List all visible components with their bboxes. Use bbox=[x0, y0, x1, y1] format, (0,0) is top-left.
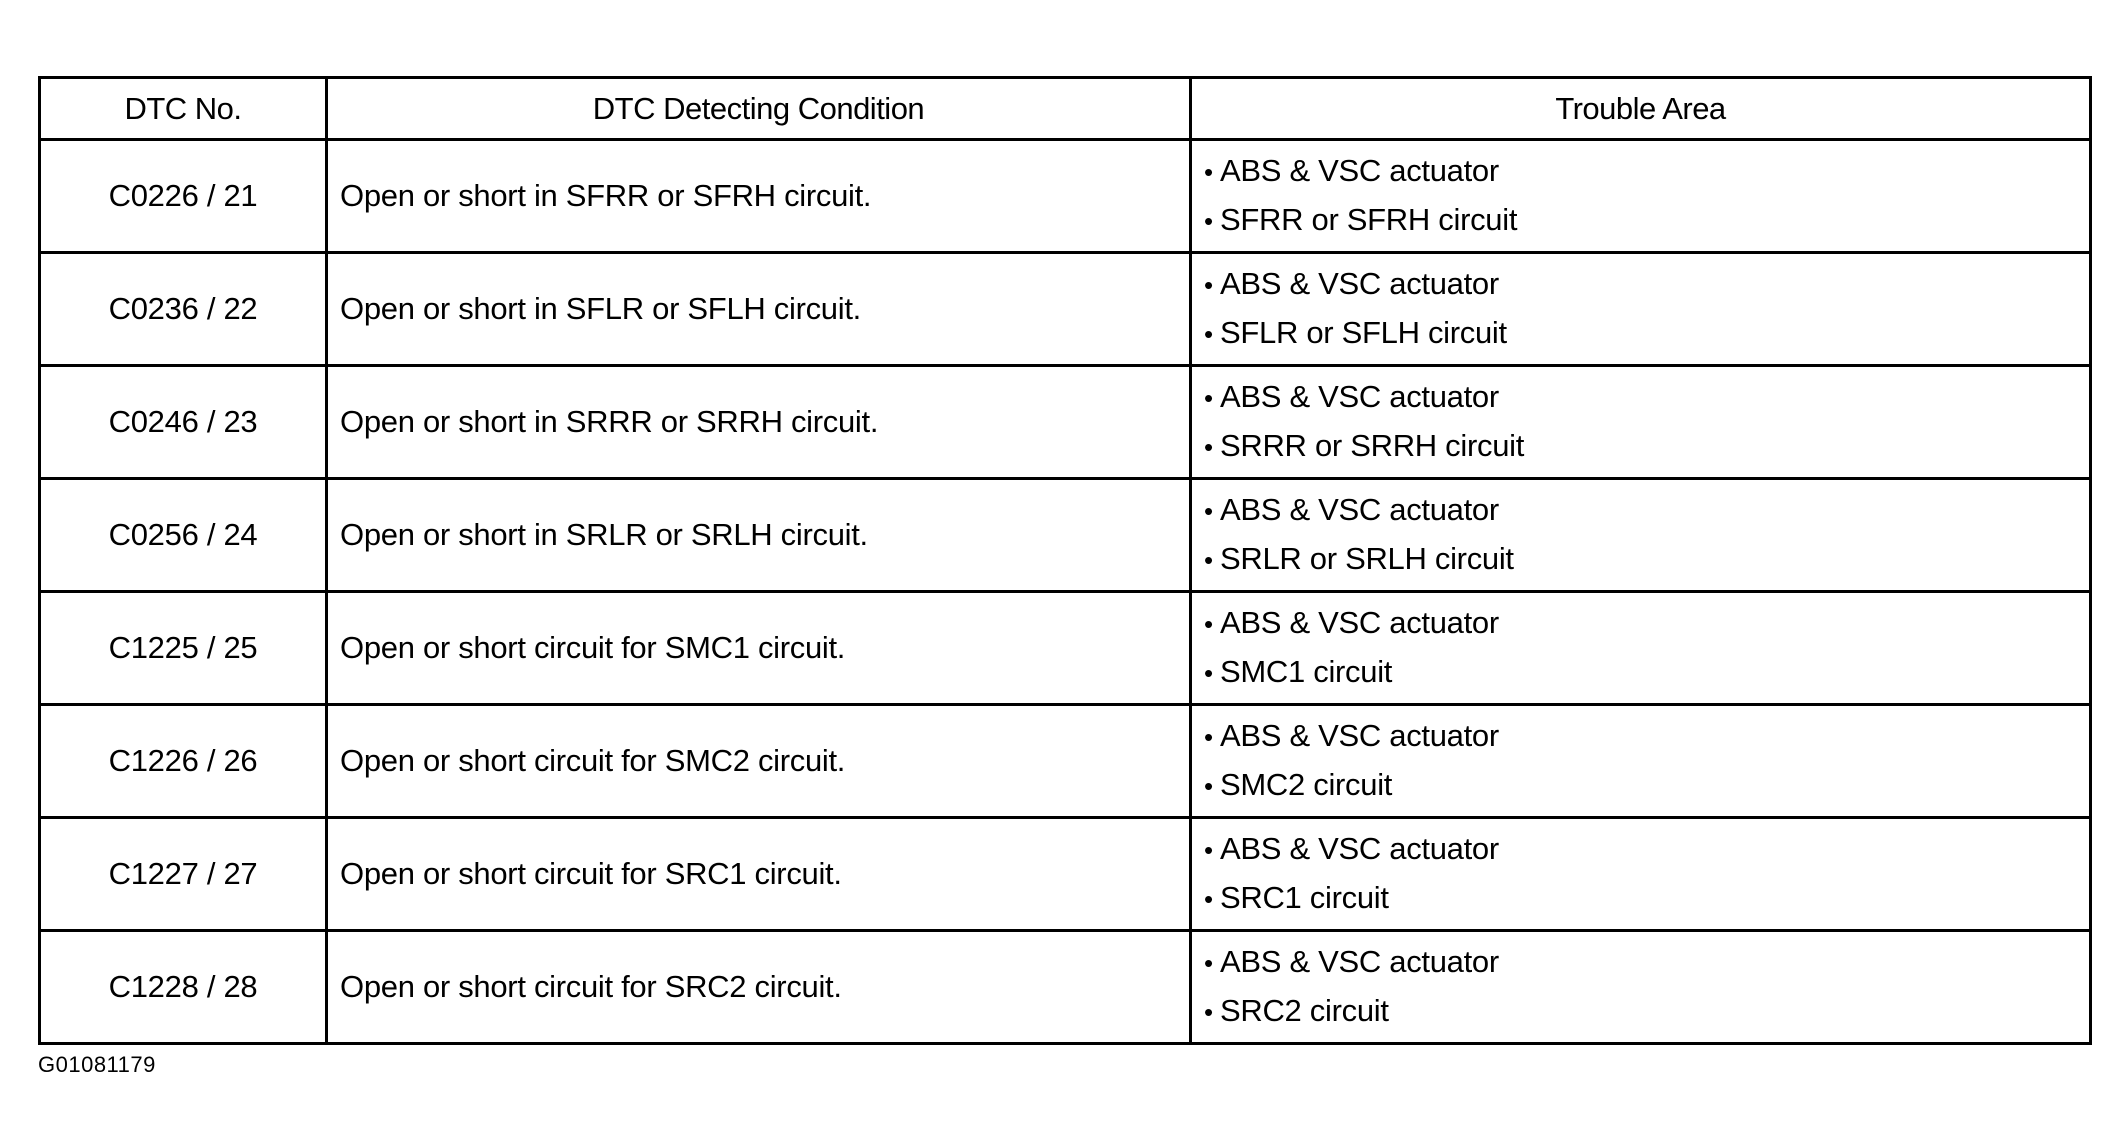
detecting-condition: Open or short circuit for SMC2 circuit. bbox=[325, 703, 1192, 819]
trouble-area-text: ABS & VSC actuator bbox=[1220, 492, 1499, 527]
bullet-icon: • bbox=[1204, 771, 1213, 801]
header-trouble-area: Trouble Area bbox=[1189, 76, 2092, 141]
bullet-icon: • bbox=[1204, 157, 1213, 187]
dtc-table: DTC No. DTC Detecting Condition Trouble … bbox=[38, 76, 2092, 1045]
trouble-area-item: •ABS & VSC actuator bbox=[1204, 599, 2089, 648]
trouble-area-item: •ABS & VSC actuator bbox=[1204, 712, 2089, 761]
trouble-area-text: ABS & VSC actuator bbox=[1220, 379, 1499, 414]
table-row: C0236 / 22 Open or short in SFLR or SFLH… bbox=[38, 251, 2092, 367]
trouble-area-item: •ABS & VSC actuator bbox=[1204, 147, 2089, 196]
trouble-area-text: SRLR or SRLH circuit bbox=[1220, 541, 1514, 576]
table-row: C0226 / 21 Open or short in SFRR or SFRH… bbox=[38, 138, 2092, 254]
figure-id: G01081179 bbox=[38, 1052, 156, 1077]
table-row: C0256 / 24 Open or short in SRLR or SRLH… bbox=[38, 477, 2092, 593]
trouble-area-text: ABS & VSC actuator bbox=[1220, 605, 1499, 640]
dtc-code: C1226 / 26 bbox=[38, 703, 328, 819]
trouble-area-text: SMC2 circuit bbox=[1220, 767, 1393, 802]
trouble-area-item: •SMC2 circuit bbox=[1204, 761, 2089, 810]
trouble-area: •ABS & VSC actuator •SRRR or SRRH circui… bbox=[1189, 364, 2092, 480]
trouble-area-item: •ABS & VSC actuator bbox=[1204, 260, 2089, 309]
trouble-area-item: •SRC1 circuit bbox=[1204, 874, 2089, 923]
trouble-area-item: •ABS & VSC actuator bbox=[1204, 373, 2089, 422]
trouble-area-text: ABS & VSC actuator bbox=[1220, 718, 1499, 753]
trouble-area: •ABS & VSC actuator •SRC2 circuit bbox=[1189, 929, 2092, 1045]
trouble-area: •ABS & VSC actuator •SFRR or SFRH circui… bbox=[1189, 138, 2092, 254]
header-detecting-condition: DTC Detecting Condition bbox=[325, 76, 1192, 141]
trouble-area-item: •ABS & VSC actuator bbox=[1204, 486, 2089, 535]
dtc-code: C1228 / 28 bbox=[38, 929, 328, 1045]
bullet-icon: • bbox=[1204, 997, 1213, 1027]
trouble-area-text: SRC1 circuit bbox=[1220, 880, 1389, 915]
table-row: C1225 / 25 Open or short circuit for SMC… bbox=[38, 590, 2092, 706]
bullet-icon: • bbox=[1204, 658, 1213, 688]
bullet-icon: • bbox=[1204, 319, 1213, 349]
dtc-code: C0256 / 24 bbox=[38, 477, 328, 593]
bullet-icon: • bbox=[1204, 884, 1213, 914]
bullet-icon: • bbox=[1204, 545, 1213, 575]
trouble-area: •ABS & VSC actuator •SMC2 circuit bbox=[1189, 703, 2092, 819]
trouble-area-text: SRC2 circuit bbox=[1220, 993, 1389, 1028]
trouble-area-text: SFLR or SFLH circuit bbox=[1220, 315, 1507, 350]
trouble-area-text: SFRR or SFRH circuit bbox=[1220, 202, 1518, 237]
detecting-condition: Open or short in SFRR or SFRH circuit. bbox=[325, 138, 1192, 254]
table-row: C1226 / 26 Open or short circuit for SMC… bbox=[38, 703, 2092, 819]
trouble-area-text: ABS & VSC actuator bbox=[1220, 831, 1499, 866]
detecting-condition: Open or short in SFLR or SFLH circuit. bbox=[325, 251, 1192, 367]
table-header-row: DTC No. DTC Detecting Condition Trouble … bbox=[38, 76, 2092, 141]
bullet-icon: • bbox=[1204, 496, 1213, 526]
table-row: C0246 / 23 Open or short in SRRR or SRRH… bbox=[38, 364, 2092, 480]
bullet-icon: • bbox=[1204, 609, 1213, 639]
trouble-area-text: ABS & VSC actuator bbox=[1220, 944, 1499, 979]
bullet-icon: • bbox=[1204, 206, 1213, 236]
trouble-area: •ABS & VSC actuator •SRC1 circuit bbox=[1189, 816, 2092, 932]
detecting-condition: Open or short in SRRR or SRRH circuit. bbox=[325, 364, 1192, 480]
trouble-area-item: •SRC2 circuit bbox=[1204, 987, 2089, 1036]
header-dtc-no: DTC No. bbox=[38, 76, 328, 141]
trouble-area: •ABS & VSC actuator •SRLR or SRLH circui… bbox=[1189, 477, 2092, 593]
trouble-area-text: SRRR or SRRH circuit bbox=[1220, 428, 1525, 463]
bullet-icon: • bbox=[1204, 383, 1213, 413]
trouble-area-item: •ABS & VSC actuator bbox=[1204, 825, 2089, 874]
table-row: C1227 / 27 Open or short circuit for SRC… bbox=[38, 816, 2092, 932]
detecting-condition: Open or short circuit for SRC1 circuit. bbox=[325, 816, 1192, 932]
bullet-icon: • bbox=[1204, 270, 1213, 300]
trouble-area-text: ABS & VSC actuator bbox=[1220, 266, 1499, 301]
dtc-code: C1225 / 25 bbox=[38, 590, 328, 706]
trouble-area-item: •ABS & VSC actuator bbox=[1204, 938, 2089, 987]
detecting-condition: Open or short in SRLR or SRLH circuit. bbox=[325, 477, 1192, 593]
trouble-area: •ABS & VSC actuator •SFLR or SFLH circui… bbox=[1189, 251, 2092, 367]
dtc-code: C0236 / 22 bbox=[38, 251, 328, 367]
bullet-icon: • bbox=[1204, 835, 1213, 865]
table-row: C1228 / 28 Open or short circuit for SRC… bbox=[38, 929, 2092, 1045]
bullet-icon: • bbox=[1204, 722, 1213, 752]
bullet-icon: • bbox=[1204, 432, 1213, 462]
trouble-area-item: •SMC1 circuit bbox=[1204, 648, 2089, 697]
dtc-code: C1227 / 27 bbox=[38, 816, 328, 932]
dtc-code: C0226 / 21 bbox=[38, 138, 328, 254]
trouble-area-text: ABS & VSC actuator bbox=[1220, 153, 1499, 188]
detecting-condition: Open or short circuit for SRC2 circuit. bbox=[325, 929, 1192, 1045]
trouble-area-item: •SFLR or SFLH circuit bbox=[1204, 309, 2089, 358]
bullet-icon: • bbox=[1204, 948, 1213, 978]
dtc-code: C0246 / 23 bbox=[38, 364, 328, 480]
trouble-area-item: •SRRR or SRRH circuit bbox=[1204, 422, 2089, 471]
trouble-area-item: •SFRR or SFRH circuit bbox=[1204, 196, 2089, 245]
trouble-area: •ABS & VSC actuator •SMC1 circuit bbox=[1189, 590, 2092, 706]
trouble-area-text: SMC1 circuit bbox=[1220, 654, 1393, 689]
trouble-area-item: •SRLR or SRLH circuit bbox=[1204, 535, 2089, 584]
detecting-condition: Open or short circuit for SMC1 circuit. bbox=[325, 590, 1192, 706]
